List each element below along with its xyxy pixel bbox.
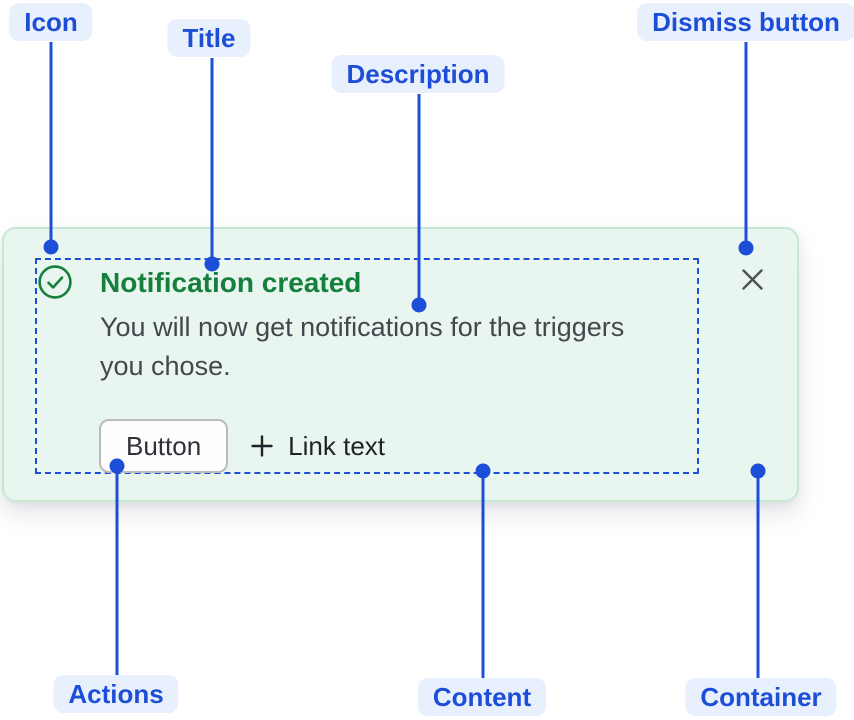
annotation-dismiss-label: Dismiss button (637, 3, 854, 41)
annotation-icon-dot (43, 239, 59, 255)
dismiss-button[interactable] (733, 260, 771, 298)
plus-icon (249, 433, 275, 459)
close-icon (741, 268, 764, 291)
annotation-icon-line (49, 42, 53, 247)
action-button[interactable]: Button (99, 419, 229, 473)
notification-actions: Button Link text (99, 419, 385, 473)
annotation-actions-dot (109, 458, 125, 474)
check-circle-icon (38, 265, 72, 299)
annotation-dismiss-dot (738, 240, 754, 256)
annotation-description-label: Description (331, 55, 505, 93)
annotation-description-line (417, 94, 421, 305)
annotation-content-label: Content (417, 678, 547, 716)
annotation-content-line (481, 471, 485, 678)
annotation-container-label: Container (685, 678, 837, 716)
action-link[interactable]: Link text (288, 430, 385, 461)
notification-description: You will now get notifications for the t… (100, 308, 624, 386)
annotation-title-label: Title (167, 19, 251, 57)
annotation-title-line (210, 58, 214, 264)
annotation-title-dot (204, 256, 220, 272)
annotation-icon-label: Icon (9, 3, 93, 41)
annotation-dismiss-line (744, 42, 748, 248)
description-line: You will now get notifications for the t… (100, 312, 625, 342)
description-line: you chose. (100, 351, 231, 381)
annotation-description-dot (411, 297, 427, 313)
annotation-container-dot (750, 463, 766, 479)
annotation-actions-label: Actions (53, 675, 179, 713)
annotation-actions-line (115, 466, 119, 675)
annotation-container-line (756, 471, 760, 678)
notification-title: Notification created (100, 267, 362, 298)
annotation-content-dot (475, 463, 491, 479)
